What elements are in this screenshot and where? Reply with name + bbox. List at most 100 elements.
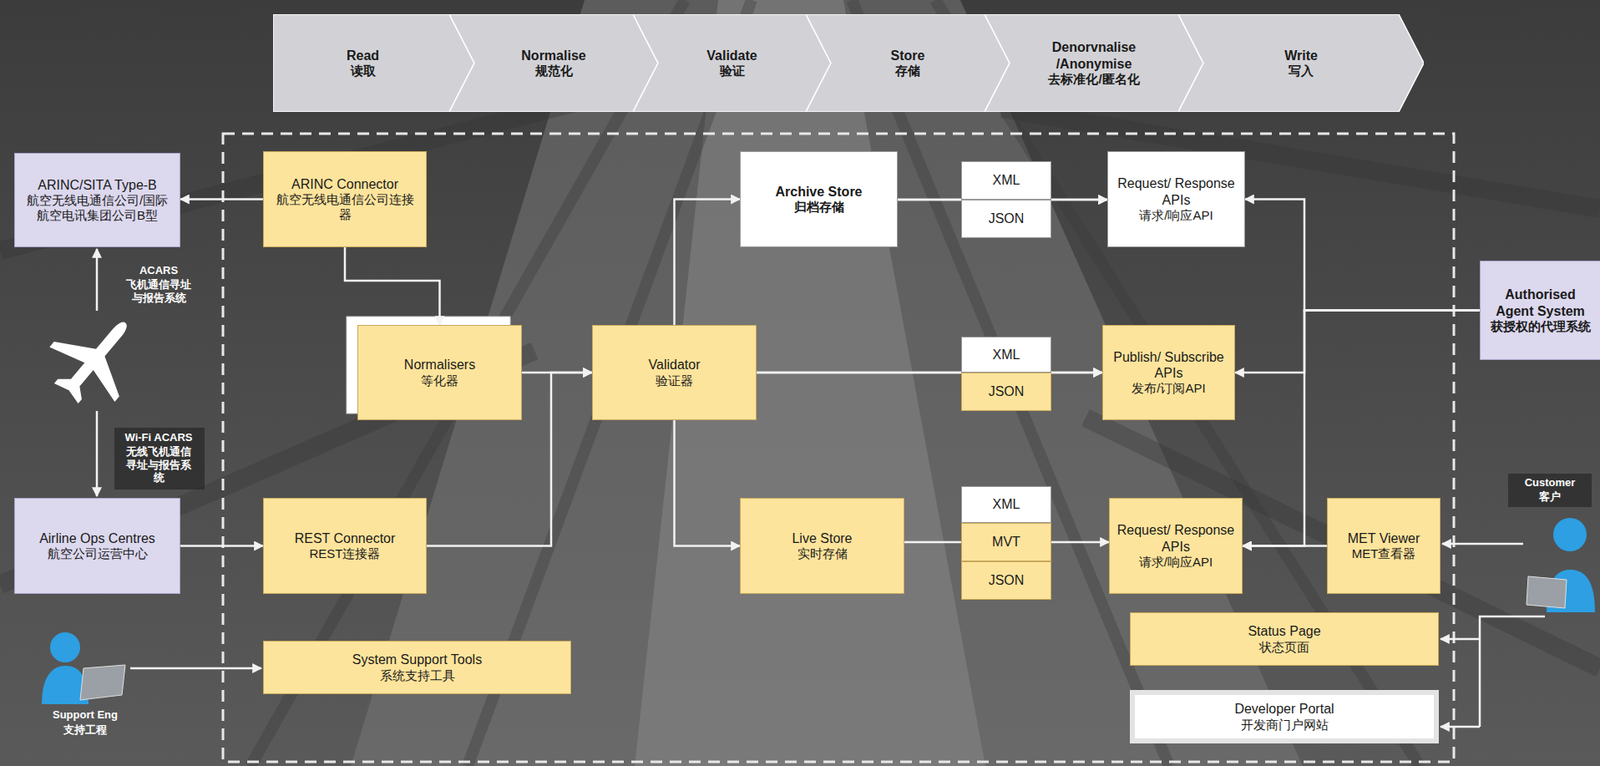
format-box: XML [961,161,1052,200]
node-title: Read [346,47,380,64]
flow-connector [1051,198,1108,202]
node-title: Write [1284,47,1318,64]
node-title: Store [891,47,926,64]
label-patch [1508,473,1592,507]
node-subtitle: REST连接器 [308,546,380,562]
flow-connector [180,544,264,547]
flow-connector [1242,544,1327,547]
flow-connector [1051,371,1103,375]
node-title: JSON [988,572,1025,588]
node-subtitle: 等化器 [420,373,459,389]
store-box: Archive Store归档存储 [739,151,898,248]
node-subtitle: 验证 [719,63,745,79]
node-title: Denorvnalise /Anonymise [1014,39,1174,71]
chevron-shape [632,14,831,112]
node-title: ARINC/SITA Type-B [37,177,157,193]
chevron-shape [805,14,1010,112]
chevron-fill [984,14,1204,112]
api-box: Publish/ Subscribe APIs发布/订阅API [1102,324,1236,421]
node-subtitle: 开发商门户网站 [1240,717,1329,733]
ground-streaks [0,100,1600,669]
process-chevron: Validate验证 [632,14,831,112]
chevron-shape [449,14,659,112]
node-subtitle: 系统支持工具 [379,668,456,684]
annotation-label: Support Eng [30,708,140,722]
wifi-acars-link [96,410,99,497]
node-subtitle: MET查看器 [1351,546,1417,562]
chevron-fill [632,14,831,112]
chevron-fill [1178,14,1424,112]
flow-connector [1051,541,1109,544]
node-title: Request/ Response APIs [1116,521,1236,554]
node-title: JSON [988,383,1025,400]
flow-connector [344,247,441,325]
node-subtitle: 读取 [350,63,376,79]
node-title: Live Store [791,530,852,547]
annotation-label: 支持工程 [30,723,140,737]
node-title: Publish/ Subscribe APIs [1109,349,1228,381]
node-title: Authorised Agent System [1487,286,1594,319]
runway-centre [634,0,986,766]
process-chevron: Normalise规范化 [449,14,659,112]
status-box: Status Page状态页面 [1129,612,1439,666]
customer-link [1440,725,1480,729]
node-subtitle: 航空公司运营中心 [47,546,148,562]
process-box: Validator验证器 [592,324,757,421]
chevron-shape [273,14,475,112]
flow-connector [904,541,962,544]
customer-link [1440,637,1480,641]
flow-connector [756,371,962,375]
person-head [1553,517,1587,552]
node-title: Normalisers [404,356,476,373]
laptop-icon [80,664,126,700]
node-subtitle: 写入 [1288,63,1314,79]
flow-connector [1051,371,1103,375]
node-subtitle: 实时存储 [797,546,848,562]
process-chevron: Read读取 [273,14,475,112]
node-subtitle: 存储 [895,63,921,79]
node-title: Validate [706,47,757,64]
node-subtitle: 获授权的代理系统 [1490,318,1591,335]
laptop-icon [1526,576,1567,608]
node-title: XML [992,346,1021,363]
node-subtitle: 航空无线电通信公司/国际航空电讯集团公司B型 [21,192,173,223]
process-box: Normalisers等化器 [357,324,522,421]
node-title: REST Connector [294,530,396,547]
chevron-fill [449,14,659,112]
process-chevron: Denorvnalise /Anonymise去标准化/匿名化 [984,14,1204,112]
node-title: ARINC Connector [291,176,399,193]
format-box: JSON [961,372,1052,411]
node-title: Airline Ops Centres [39,530,156,547]
node-subtitle: 归档存储 [794,199,845,215]
external-system-box: ARINC/SITA Type-B航空无线电通信公司/国际航空电讯集团公司B型 [14,152,181,248]
node-subtitle: 发布/订阅API [1131,380,1206,396]
flow-connector [180,197,264,201]
node-subtitle: 验证器 [655,373,694,389]
external-system-box: Airline Ops Centres航空公司运营中心 [14,497,181,594]
node-title: Normalise [521,47,586,64]
chevron-fill [273,14,475,112]
node-title: Validator [648,356,701,373]
person-head [50,632,81,663]
flow-connector [674,420,741,547]
flow-connector [674,199,741,326]
node-subtitle: 请求/响应API [1139,207,1213,223]
node-title: MVT [992,533,1021,550]
process-chevron: Write写入 [1178,14,1424,112]
node-title: Developer Portal [1234,700,1334,717]
node-title: XML [992,172,1021,188]
format-box: JSON [961,561,1052,600]
label-patch [114,427,205,490]
process-chevron: Store存储 [805,14,1010,112]
annotation-label: 飞机通信寻址与报告系统 [121,278,196,304]
support-link [130,667,262,670]
node-subtitle: 航空无线电通信公司连接器 [270,192,420,223]
node-subtitle: 规范化 [535,63,573,79]
tools-box: System Support Tools系统支持工具 [263,640,572,694]
node-title: System Support Tools [352,651,482,668]
portal-box: Developer Portal开发商门户网站 [1129,689,1439,744]
annotation-label: Wi-Fi ACARS [116,430,201,445]
